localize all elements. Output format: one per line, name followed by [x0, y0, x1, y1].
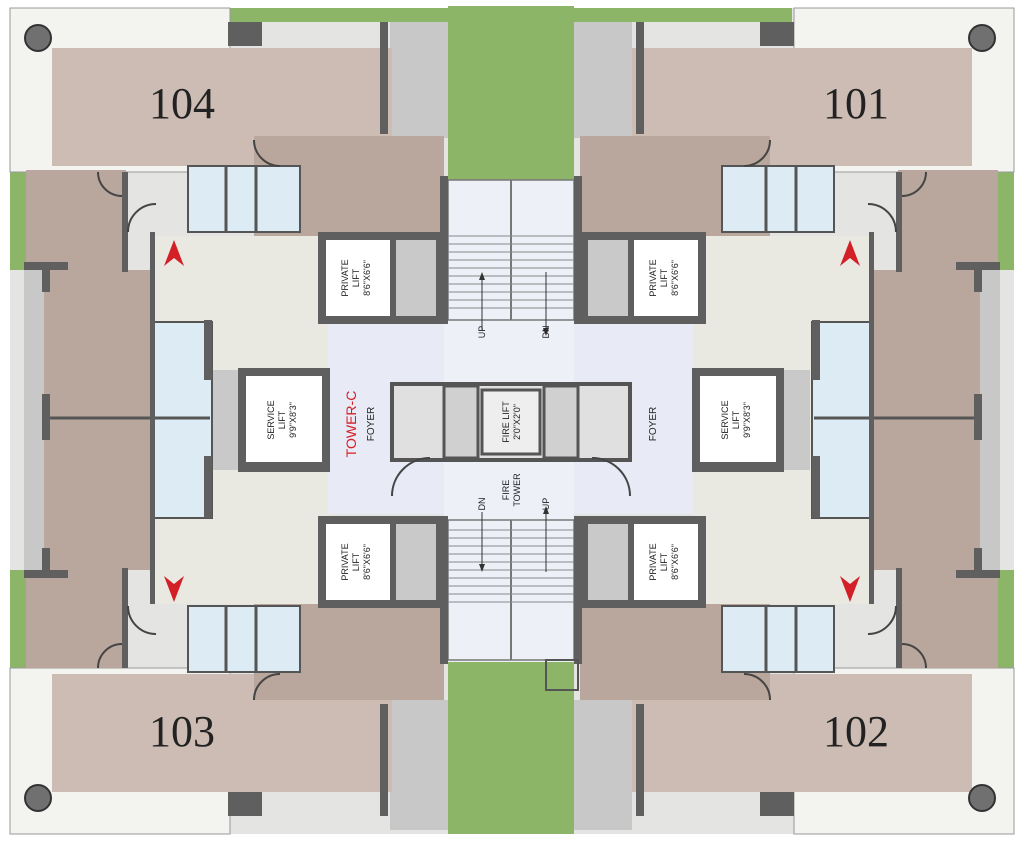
- svg-text:LIFT: LIFT: [351, 268, 361, 287]
- svg-text:8'6"X6'6": 8'6"X6'6": [670, 544, 680, 580]
- svg-text:8'6"X6'6": 8'6"X6'6": [362, 544, 372, 580]
- private-lift-label-ne: PRIVATE LIFT 8'6"X6'6": [648, 259, 680, 296]
- svg-text:8'6"X6'6": 8'6"X6'6": [670, 260, 680, 296]
- foyer-label-right: FOYER: [648, 407, 659, 441]
- service-lift-west: [212, 368, 330, 472]
- service-lift-east: [692, 368, 810, 472]
- private-lift-sw: [318, 516, 444, 608]
- fire-lift: [480, 388, 542, 456]
- staircase-south: [447, 506, 575, 661]
- staircase-north: [447, 179, 575, 336]
- svg-text:LIFT: LIFT: [731, 410, 741, 429]
- private-lift-se: [580, 516, 706, 608]
- private-lift-label-sw: PRIVATE LIFT 8'6"X6'6": [340, 543, 372, 580]
- svg-text:SERVICE: SERVICE: [266, 400, 276, 439]
- foyer-label-left: FOYER: [366, 407, 377, 441]
- stair-dn-south: DN: [477, 498, 487, 511]
- vestibule-sw: [187, 605, 301, 673]
- svg-text:PRIVATE: PRIVATE: [648, 259, 658, 296]
- vestibule-se: [721, 605, 835, 673]
- service-lift-label-west: SERVICE LIFT 9'9"X8'3": [266, 400, 298, 439]
- svg-text:FIRE LIFT: FIRE LIFT: [501, 401, 511, 443]
- vestibule-nw: [187, 165, 301, 233]
- private-lift-ne: [580, 232, 706, 324]
- tower-label: TOWER-C: [343, 391, 359, 458]
- unit-number-102: 102: [823, 707, 889, 756]
- landscape-bottom: [448, 662, 574, 834]
- svg-text:LIFT: LIFT: [351, 552, 361, 571]
- entry-arrow-icons: [164, 240, 860, 602]
- svg-text:TOWER: TOWER: [512, 473, 522, 507]
- private-lift-label-se: PRIVATE LIFT 8'6"X6'6": [648, 543, 680, 580]
- fire-lift-label: FIRE LIFT 2'0"X2'0": [501, 401, 522, 443]
- vestibule-east: [811, 321, 871, 519]
- svg-text:LIFT: LIFT: [659, 268, 669, 287]
- svg-text:FIRE: FIRE: [501, 480, 511, 501]
- svg-text:SERVICE: SERVICE: [720, 400, 730, 439]
- unit-number-103: 103: [149, 707, 215, 756]
- service-lift-label-east: SERVICE LIFT 9'9"X8'3": [720, 400, 752, 439]
- unit-number-104: 104: [149, 79, 215, 128]
- stair-dn-north: DN: [541, 326, 551, 339]
- stair-up-south: UP: [541, 498, 551, 511]
- svg-text:8'6"X6'6": 8'6"X6'6": [362, 260, 372, 296]
- svg-text:9'9"X8'3": 9'9"X8'3": [288, 402, 298, 438]
- fire-tower-label: FIRE TOWER: [501, 473, 522, 507]
- stair-up-north: UP: [477, 326, 487, 339]
- svg-text:2'0"X2'0": 2'0"X2'0": [512, 404, 522, 440]
- column-icons: [24, 24, 996, 812]
- unit-number-101: 101: [823, 79, 889, 128]
- landscape-top: [448, 6, 574, 180]
- svg-text:LIFT: LIFT: [277, 410, 287, 429]
- vestibule-ne: [721, 165, 835, 233]
- svg-text:PRIVATE: PRIVATE: [340, 543, 350, 580]
- svg-text:PRIVATE: PRIVATE: [648, 543, 658, 580]
- svg-text:9'9"X8'3": 9'9"X8'3": [742, 402, 752, 438]
- private-lift-label-nw: PRIVATE LIFT 8'6"X6'6": [340, 259, 372, 296]
- svg-text:PRIVATE: PRIVATE: [340, 259, 350, 296]
- private-lift-nw: [318, 232, 444, 324]
- vestibule-west: [153, 321, 213, 519]
- svg-text:LIFT: LIFT: [659, 552, 669, 571]
